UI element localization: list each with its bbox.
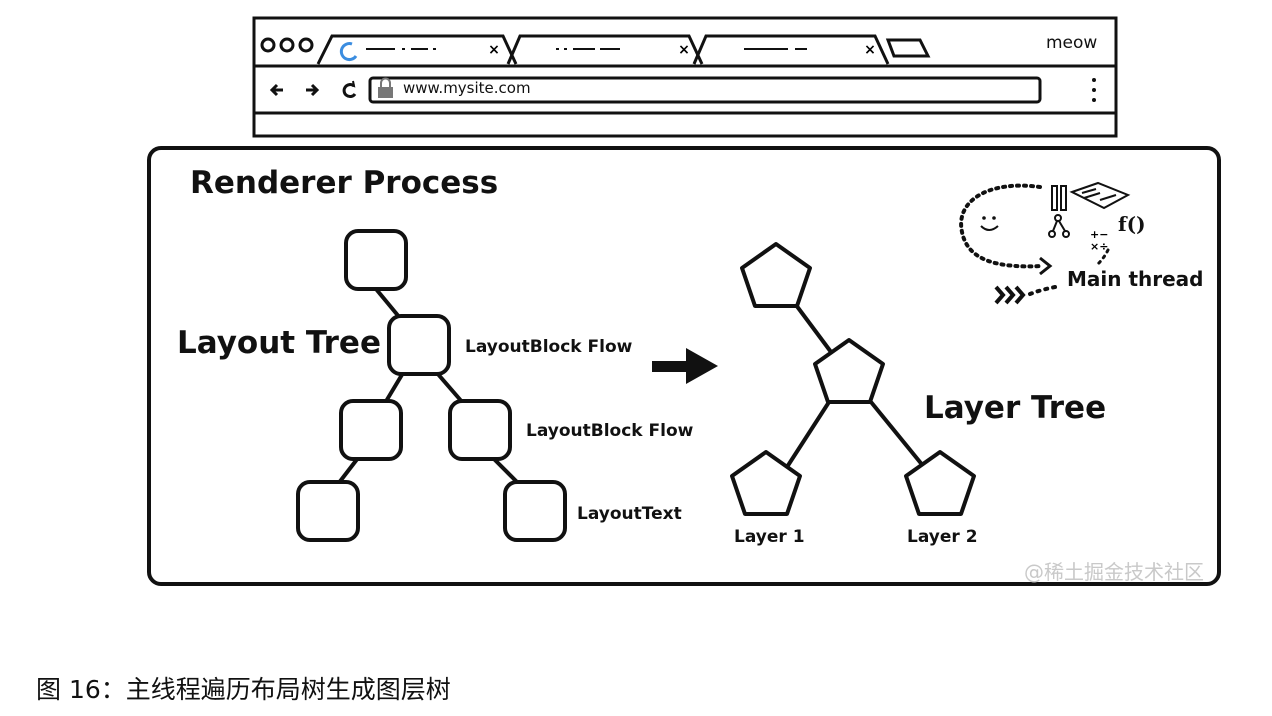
layer-node-top [740,242,812,308]
svg-text:+−: +− [1090,228,1108,241]
layout-node-leaf-left [296,480,360,542]
window-controls[interactable] [260,37,314,53]
lock-icon [378,77,393,98]
address-bar[interactable] [368,76,1042,104]
tab-1[interactable]: × [316,34,518,65]
layout-tree-title: Layout Tree [177,325,381,361]
main-thread-label: Main thread [1067,267,1204,291]
more-menu-icon[interactable] [1092,78,1096,102]
layout-label-block-1: LayoutBlock Flow [465,337,633,357]
layout-node-text [503,480,567,542]
main-thread-illustration: +− ×÷ [959,181,1131,305]
url-text: www.mysite.com [403,79,531,97]
layout-node-left [339,399,403,461]
reload-button[interactable] [342,80,357,99]
close-icon: × [864,42,876,58]
forward-button[interactable] [306,83,320,97]
layer-node-root [813,338,885,404]
browser-brand: meow [1046,33,1098,53]
function-symbol: f() [1118,212,1146,236]
layer-node-layer1 [730,450,802,516]
layout-node-block-2 [448,399,512,461]
layer-label-1: Layer 1 [734,527,805,547]
layer-label-2: Layer 2 [907,527,978,547]
watermark: @稀土掘金技术社区 [1024,560,1204,584]
new-tab-button[interactable] [885,38,931,58]
layer-tree-title: Layer Tree [924,390,1107,426]
layout-label-text: LayoutText [577,504,682,524]
back-button[interactable] [269,83,283,97]
close-icon: × [488,42,500,58]
chevrons-icon [994,285,1026,305]
arrow-icon [652,348,718,384]
close-icon: × [678,42,690,58]
layout-label-block-2: LayoutBlock Flow [526,421,694,441]
renderer-process-title: Renderer Process [190,165,499,201]
tab-3[interactable]: × [692,34,890,65]
layout-node-block-1 [387,314,451,376]
layout-node-root [344,229,408,291]
layer-node-layer2 [904,450,976,516]
tab-2[interactable]: × [506,34,704,65]
svg-text:×÷: ×÷ [1090,240,1108,253]
figure-caption: 图 16：主线程遍历布局树生成图层树 [36,675,451,704]
